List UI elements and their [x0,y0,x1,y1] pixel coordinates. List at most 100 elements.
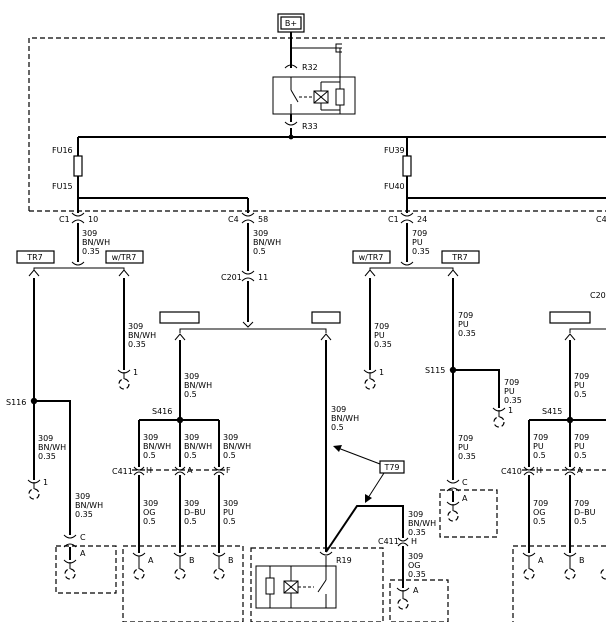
wire-label-309-bnwh-05-c3: 309 BN/WH 0.5 [223,433,251,460]
b-plus-label: B+ [285,19,297,28]
svg-text:709: 709 [504,378,519,387]
svg-text:A: A [538,556,544,565]
wire-label-309-bnwh-05-d: 309 BN/WH 0.5 [331,405,359,432]
wire-label-709-pu-05-b: 709 PU 0.5 [533,433,548,460]
wire-label-709-pu-035-e: 709 PU 0.35 [458,434,476,461]
svg-text:309: 309 [82,229,97,238]
svg-text:309: 309 [408,552,423,561]
svg-text:0.5: 0.5 [574,517,587,526]
component-outline-center [122,545,244,622]
svg-text:PU: PU [533,442,544,451]
svg-text:B: B [189,556,195,565]
svg-text:PU: PU [574,381,585,390]
svg-text:PU: PU [504,387,515,396]
svg-text:309: 309 [184,499,199,508]
svg-text:A: A [187,466,193,475]
svg-text:0.35: 0.35 [458,452,476,461]
connector-c411-right: C411 H [378,537,417,547]
svg-text:A: A [462,494,468,503]
fuse-block-outline [28,37,606,211]
ground-pin-1-wtr7-left: 1 [117,368,138,390]
svg-text:1: 1 [43,478,48,487]
splice-s415: S415 [542,407,562,416]
component-outline-r19 [250,547,384,622]
svg-text:709: 709 [574,372,589,381]
svg-text:0.5: 0.5 [331,423,344,432]
wire-label-309-bnwh-05-c2: 309 BN/WH 0.5 [184,433,212,460]
svg-text:0.35: 0.35 [458,329,476,338]
wire-label-309-bnwh-035-a: 309 BN/WH 0.35 [82,229,110,256]
svg-text:B: B [228,556,234,565]
svg-text:0.5: 0.5 [184,390,197,399]
svg-text:PU: PU [574,442,585,451]
svg-text:A: A [577,466,583,475]
svg-text:T79: T79 [383,463,399,472]
pin-a-c411-right: A [396,586,419,610]
svg-text:BN/WH: BN/WH [184,442,212,451]
svg-text:58: 58 [258,215,268,224]
svg-text:0.5: 0.5 [223,451,236,460]
svg-text:BN/WH: BN/WH [143,442,171,451]
svg-text:C: C [80,533,86,542]
connector-c4: C4 58 [228,212,268,224]
svg-text:0.35: 0.35 [408,528,426,537]
svg-text:309: 309 [143,433,158,442]
wire-label-709-pu-035-c: 709 PU 0.35 [458,311,476,338]
svg-text:FU40: FU40 [384,182,405,191]
option-box-far-right [549,311,591,324]
svg-text:OG: OG [143,508,156,517]
svg-text:PU: PU [412,238,423,247]
svg-text:0.35: 0.35 [128,340,146,349]
component-outline-c411-right [389,579,449,622]
wire-label-309-og-035: 309 OG 0.35 [408,552,426,579]
svg-text:709: 709 [533,433,548,442]
connector-c411: C411 H A F [112,466,231,476]
svg-text:0.5: 0.5 [574,390,587,399]
wire-label-309-bnwh-035-d: 309 BN/WH 0.35 [128,322,156,349]
svg-text:309: 309 [223,433,238,442]
ground-pin-1-wtr7-right: 1 [363,368,384,390]
svg-text:0.5: 0.5 [143,517,156,526]
svg-text:11: 11 [258,273,268,282]
svg-text:FU16: FU16 [52,146,73,155]
component-outline-left [55,545,117,594]
svg-text:w/TR7: w/TR7 [359,253,384,262]
svg-text:BN/WH: BN/WH [184,381,212,390]
tag-wtr7-left: w/TR7 [105,250,144,264]
svg-text:BN/WH: BN/WH [38,443,66,452]
wire-label-309-bnwh-035-b: 309 BN/WH 0.35 [38,434,66,461]
svg-text:A: A [148,556,154,565]
svg-text:709: 709 [458,311,473,320]
connector-c1-right: C1 24 [388,198,427,224]
wire-label-709-pu-05-c: 709 PU 0.5 [574,433,589,460]
svg-text:PU: PU [458,320,469,329]
connector-c201: C201 11 [221,270,268,282]
splice-s416: S416 [152,407,172,416]
svg-text:0.5: 0.5 [143,451,156,460]
svg-text:PU: PU [374,331,385,340]
svg-text:10: 10 [88,215,98,224]
svg-text:0.35: 0.35 [412,247,430,256]
wire-label-309-pu-05: 309 PU 0.5 [223,499,238,526]
svg-text:0.35: 0.35 [374,340,392,349]
svg-text:309: 309 [128,322,143,331]
svg-text:0.5: 0.5 [574,451,587,460]
svg-text:309: 309 [331,405,346,414]
pins-far-right-lower: A B [522,552,606,580]
svg-text:BN/WH: BN/WH [331,414,359,423]
wire-label-309-bnwh-05-a: 309 BN/WH 0.5 [253,229,281,256]
svg-text:w/TR7: w/TR7 [112,253,137,262]
wire-label-309-bnwh-035-c: 309 BN/WH 0.35 [75,492,103,519]
svg-text:R32: R32 [302,63,318,72]
svg-text:H: H [536,466,542,475]
connector-c-pin-right: C A [446,478,468,522]
svg-text:BN/WH: BN/WH [223,442,251,451]
svg-text:F: F [226,466,231,475]
fuse-fu39: FU39 FU40 [384,137,412,198]
connector-r33: R33 [284,121,318,131]
svg-text:0.5: 0.5 [184,451,197,460]
svg-text:709: 709 [412,229,427,238]
svg-text:BN/WH: BN/WH [408,519,436,528]
splice-s116: S116 [6,398,26,407]
